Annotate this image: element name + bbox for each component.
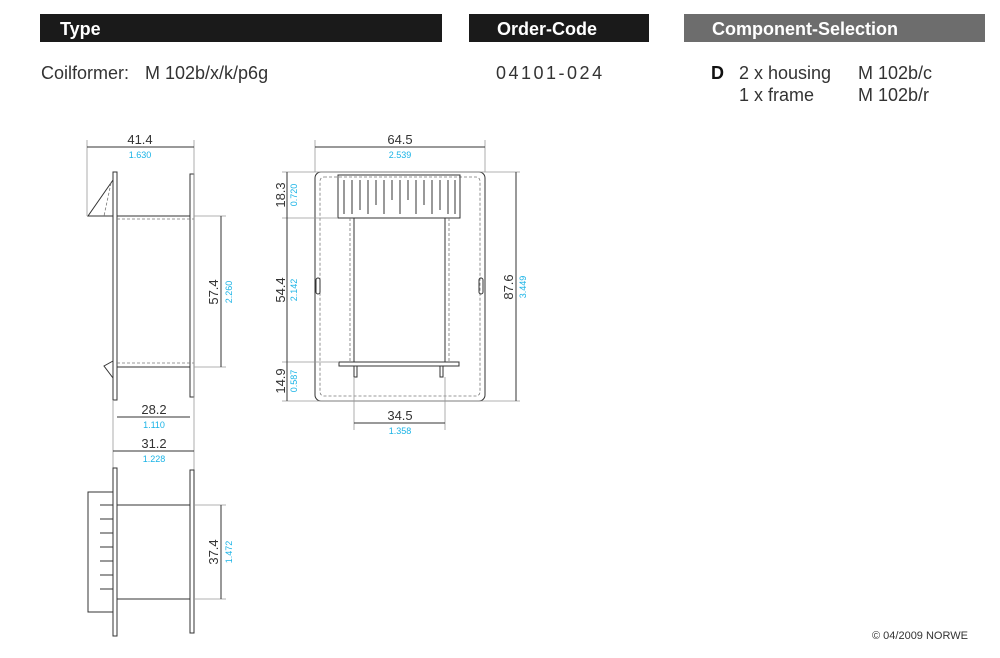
header-component-selection: Component-Selection — [684, 14, 985, 42]
dim-front-top-in: 0.720 — [289, 184, 299, 207]
type-value: M 102b/x/k/p6g — [145, 63, 269, 83]
dim-front-inner: 34.5 — [387, 408, 412, 423]
dim-front-bottom: 14.9 — [273, 368, 288, 393]
dim-front-top: 18.3 — [273, 182, 288, 207]
dim-side-height: 57.4 — [206, 279, 221, 304]
dim-front-mid-in: 2.142 — [289, 279, 299, 302]
component-letter: D — [711, 63, 724, 83]
dim-side-width: 41.4 — [127, 132, 152, 147]
side-view: 41.4 1.630 57.4 2.260 28.2 1.110 31.2 1.… — [86, 132, 234, 470]
header-order-code: Order-Code — [469, 14, 649, 42]
dim-side-width-in: 1.630 — [129, 150, 152, 160]
dim-front-bottom-in: 0.587 — [289, 370, 299, 393]
front-view: 64.5 2.539 18.3 0.720 54.4 2.142 14.9 0.… — [273, 132, 528, 436]
bottom-view: 37.4 1.472 — [87, 467, 234, 637]
dim-side-outer: 31.2 — [141, 436, 166, 451]
dim-side-inner: 28.2 — [141, 402, 166, 417]
dim-bottom-height: 37.4 — [206, 539, 221, 564]
dim-front-width: 64.5 — [387, 132, 412, 147]
order-code-value: 04101-024 — [496, 63, 605, 83]
dim-side-outer-in: 1.228 — [143, 454, 166, 464]
dim-front-inner-in: 1.358 — [389, 426, 412, 436]
dim-front-mid: 54.4 — [273, 277, 288, 302]
dim-front-height-in: 3.449 — [518, 276, 528, 299]
dim-front-width-in: 2.539 — [389, 150, 412, 160]
dim-side-inner-in: 1.110 — [143, 420, 165, 430]
component-qty-1: 2 x housing — [739, 63, 832, 83]
dim-front-height: 87.6 — [501, 274, 516, 299]
component-part-2: M 102b/r — [858, 85, 930, 105]
copyright: © 04/2009 NORWE — [872, 630, 968, 642]
header-type: Type — [40, 14, 442, 42]
type-label: Coilformer: — [41, 63, 130, 83]
dim-side-height-in: 2.260 — [224, 281, 234, 304]
component-part-1: M 102b/c — [858, 63, 933, 83]
component-qty-2: 1 x frame — [739, 85, 815, 105]
dim-bottom-height-in: 1.472 — [224, 541, 234, 564]
